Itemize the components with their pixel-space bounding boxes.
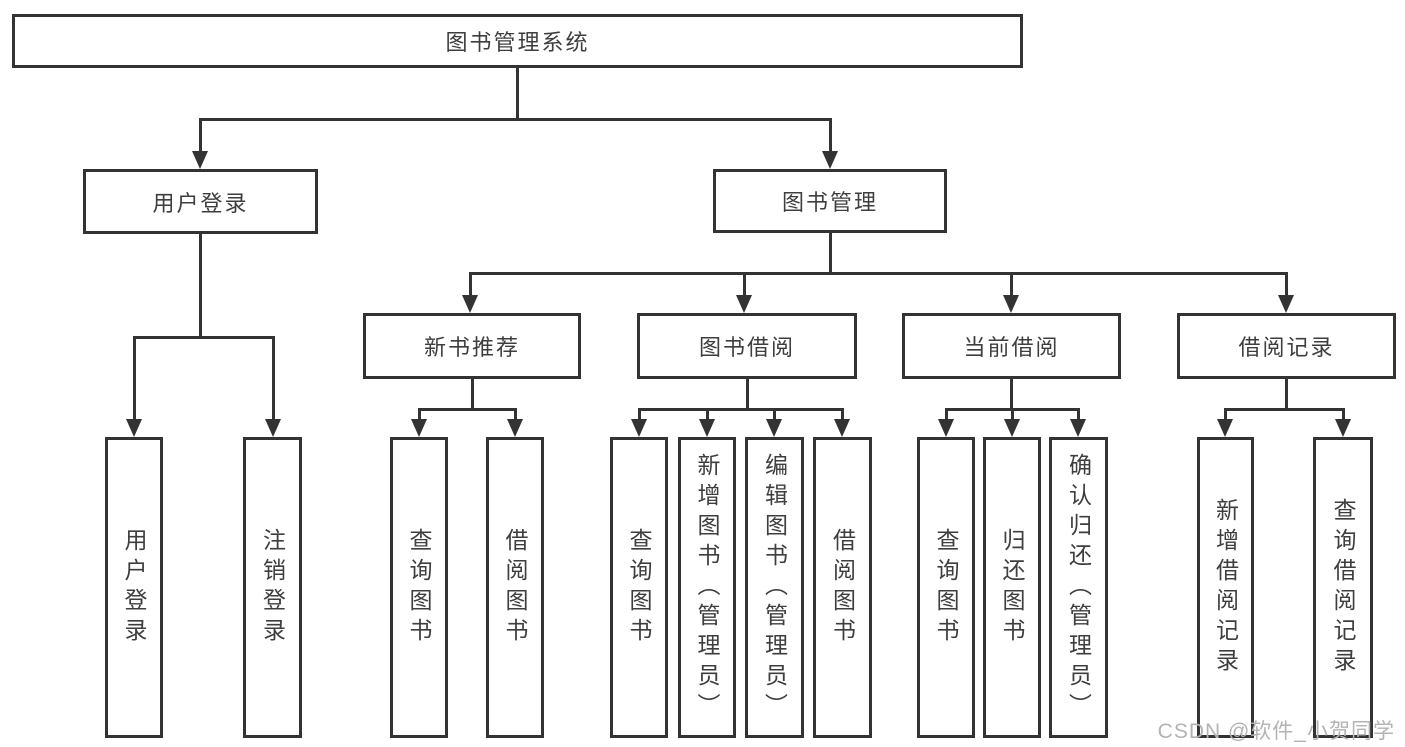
arrow-down-icon	[462, 295, 478, 313]
arrow-shaft	[1009, 272, 1013, 303]
arrow-shaft	[513, 408, 517, 427]
node-label: 查询借阅记录	[1330, 497, 1356, 678]
arrow-down-icon	[1004, 419, 1020, 437]
arrow-shaft	[417, 408, 421, 427]
node-label: 当前借阅	[963, 335, 1060, 360]
connector-line	[133, 336, 275, 339]
arrow-down-icon	[192, 151, 208, 169]
node-add-books-admin: 新增图书（管理员）	[678, 437, 736, 738]
arrow-down-icon	[631, 419, 647, 437]
arrow-shaft	[840, 408, 844, 427]
node-label: 用户登录	[121, 527, 147, 648]
arrow-shaft	[468, 272, 472, 303]
arrow-down-icon	[1003, 295, 1019, 313]
arrow-down-icon	[736, 295, 752, 313]
node-label: 新增图书（管理员）	[694, 452, 720, 723]
node-new-book-recommend: 新书推荐	[363, 313, 581, 379]
arrow-down-icon	[834, 419, 850, 437]
node-borrowing-records: 借阅记录	[1177, 313, 1396, 379]
connector-line	[199, 118, 832, 121]
connector-line	[1010, 379, 1013, 408]
node-borrow-books-2: 借阅图书	[813, 437, 872, 738]
connector-line	[1224, 408, 1345, 411]
node-query-books-2: 查询图书	[610, 437, 668, 738]
connector-line	[829, 233, 832, 272]
arrow-down-icon	[1217, 419, 1233, 437]
connector-line	[418, 408, 517, 411]
arrow-down-icon	[766, 419, 782, 437]
arrow-down-icon	[507, 419, 523, 437]
node-label: 查询图书	[933, 527, 959, 648]
arrow-down-icon	[938, 419, 954, 437]
node-query-borrow-record: 查询借阅记录	[1313, 437, 1373, 738]
node-label: 图书借阅	[698, 335, 795, 360]
node-borrow-books-1: 借阅图书	[486, 437, 544, 738]
node-label: 注销登录	[259, 527, 286, 648]
arrow-shaft	[198, 118, 202, 159]
arrow-shaft	[828, 118, 832, 159]
arrow-shaft	[1076, 408, 1080, 427]
connector-line	[469, 272, 1288, 275]
node-label: 用户登录	[152, 190, 249, 216]
connector-line	[199, 234, 202, 336]
node-label: 确认归还（管理员）	[1065, 452, 1092, 723]
arrow-down-icon	[1335, 419, 1351, 437]
arrow-shaft	[637, 408, 641, 427]
node-user-login-group: 用户登录	[83, 169, 318, 234]
node-book-management: 图书管理	[713, 169, 947, 233]
node-label: 图书管理系统	[445, 30, 590, 55]
node-query-books-3: 查询图书	[917, 437, 975, 738]
arrow-shaft	[944, 408, 948, 427]
node-label: 新书推荐	[423, 335, 520, 360]
arrow-down-icon	[411, 419, 427, 437]
arrow-shaft	[1341, 408, 1345, 427]
node-label: 编辑图书（管理员）	[761, 452, 788, 723]
node-label: 借阅记录	[1238, 335, 1335, 360]
csdn-watermark: CSDN @软件_小贺同学	[1157, 720, 1395, 743]
node-add-borrow-record: 新增借阅记录	[1197, 437, 1254, 738]
node-label: 借阅图书	[829, 527, 856, 648]
node-confirm-return-admin: 确认归还（管理员）	[1049, 437, 1108, 738]
arrow-down-icon	[699, 419, 715, 437]
node-label: 查询图书	[406, 527, 432, 648]
node-label: 借阅图书	[502, 527, 528, 648]
arrow-down-icon	[822, 151, 838, 169]
connector-line	[638, 408, 844, 411]
arrow-shaft	[772, 408, 776, 427]
arrow-down-icon	[1278, 295, 1294, 313]
arrow-shaft	[1223, 408, 1227, 427]
arrow-shaft	[705, 408, 709, 427]
node-label: 图书管理	[781, 190, 878, 215]
node-label: 新增借阅记录	[1212, 497, 1239, 678]
connector-line	[516, 68, 519, 118]
connector-line	[746, 379, 749, 408]
node-current-borrowing: 当前借阅	[902, 313, 1121, 379]
node-edit-books-admin: 编辑图书（管理员）	[745, 437, 804, 738]
arrow-shaft	[1284, 272, 1288, 303]
node-user-login: 用户登录	[105, 437, 163, 738]
node-book-borrowing: 图书借阅	[637, 313, 857, 379]
arrow-down-icon	[126, 419, 142, 437]
node-label: 查询图书	[626, 527, 652, 648]
arrow-shaft	[132, 336, 136, 427]
node-query-books-1: 查询图书	[390, 437, 448, 738]
node-root: 图书管理系统	[12, 14, 1023, 68]
arrow-shaft	[1010, 408, 1014, 427]
arrow-down-icon	[265, 419, 281, 437]
node-return-books: 归还图书	[983, 437, 1041, 738]
connector-line	[1285, 379, 1288, 408]
arrow-down-icon	[1070, 419, 1086, 437]
node-logout: 注销登录	[243, 437, 302, 738]
node-label: 归还图书	[999, 527, 1025, 648]
connector-line	[471, 379, 474, 408]
arrow-shaft	[271, 336, 275, 427]
arrow-shaft	[742, 272, 746, 303]
